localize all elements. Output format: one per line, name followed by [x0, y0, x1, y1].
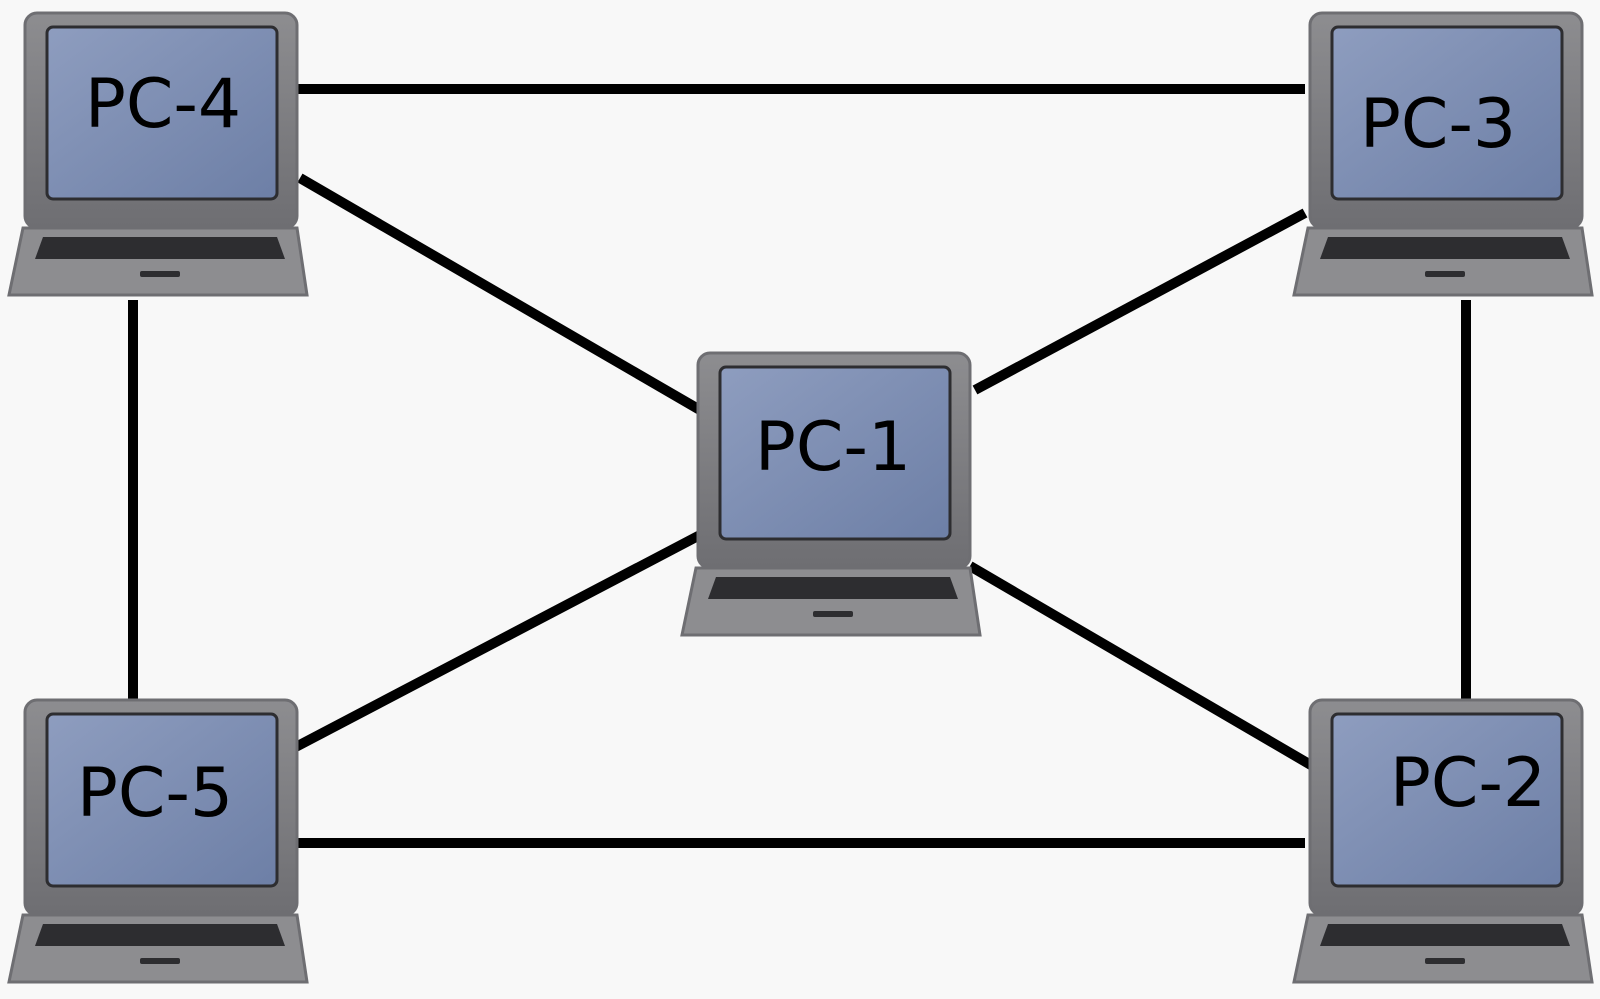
node-pc5: PC-5 — [7, 698, 309, 984]
link-pc3-pc1 — [972, 208, 1308, 395]
link-pc5-pc1 — [287, 530, 703, 755]
node-pc1: PC-1 — [680, 351, 982, 637]
node-label: PC-2 — [1390, 744, 1546, 823]
links — [128, 84, 1471, 848]
laptop-icon — [680, 351, 982, 637]
node-pc4: PC-4 — [7, 11, 309, 297]
laptop-icon — [7, 698, 309, 984]
node-label: PC-3 — [1360, 85, 1516, 164]
laptop-icon — [1292, 11, 1594, 297]
node-label: PC-1 — [755, 408, 911, 487]
node-label: PC-4 — [85, 65, 241, 144]
link-pc4-pc1 — [297, 173, 703, 415]
laptop-icon — [1292, 698, 1594, 984]
node-label: PC-5 — [77, 754, 233, 833]
node-pc3: PC-3 — [1292, 11, 1594, 297]
node-pc2: PC-2 — [1292, 698, 1594, 984]
link-pc2-pc1 — [967, 561, 1343, 787]
laptop-icon — [7, 11, 309, 297]
